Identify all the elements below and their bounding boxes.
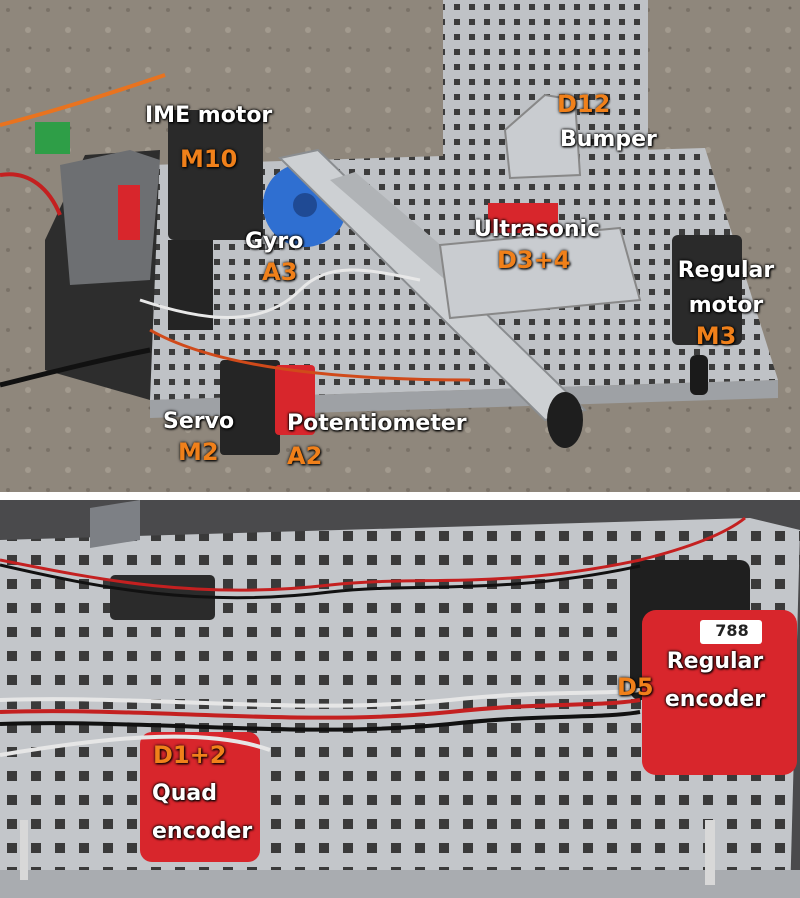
bumper-bracket [503,93,582,180]
encoder-tag-text: 788 [715,621,749,640]
servo-label: Servo [163,409,235,434]
orange-wire [0,73,166,127]
quad-encoder-body [140,732,260,862]
photo-divider [0,492,800,500]
red-wire [0,172,62,216]
quad-encoder-label-line2: encoder [152,819,253,844]
ime-motor-body [168,110,263,240]
cortex-logo [118,185,140,240]
ultrasonic-label: Ultrasonic [474,217,601,242]
potentiometer-label: Potentiometer [287,411,467,436]
black-wire-top [0,563,641,600]
bottom-rail [0,870,800,898]
red-wire-top [0,516,746,592]
cortex-top [60,150,160,285]
quad-encoder-port: D1+2 [153,741,227,769]
standoff-left [20,820,28,880]
red-wire-bottom [0,698,641,720]
regular-encoder-label-line2: encoder [664,687,766,712]
regular-encoder-port: D5 [617,673,654,701]
regular-encoder-body [642,610,797,775]
potentiometer-body [275,365,315,435]
white-wire [139,268,421,319]
ime-motor-port: M10 [180,145,238,173]
quad-encoder-label-line1: Quad [152,781,217,806]
bumper-label: Bumper [560,127,657,152]
power-terminal [35,122,70,154]
bumper-port: D12 [557,90,611,118]
black-cable [0,347,151,388]
encoder-tag-bg [700,620,762,644]
regular-encoder-label-line1: Regular [666,649,764,674]
white-wire-bottom [0,688,641,708]
servo-body [220,360,280,455]
top-photo: IME motor M10 D12 Bumper Gyro A3 Ultraso… [0,0,800,492]
ultrasonic-sensor [488,203,558,233]
ultrasonic-port: D3+4 [497,246,571,274]
gyro-port: A3 [262,258,298,286]
top-bracket [90,500,140,548]
ime-motor-label: IME motor [145,103,273,128]
ultrasonic-plate [438,226,642,320]
orange-signal-wire [149,328,471,382]
regular-motor-port: M3 [695,322,737,350]
gear-hub [293,193,317,217]
gyro-label: Gyro [245,229,304,254]
diagonal-arm [277,148,587,422]
regular-motor-body [672,235,742,345]
top-photo-illustration [0,0,800,492]
servo-port: M2 [178,438,219,466]
bottom-photo-illustration [0,500,800,898]
white-wire-quad [0,734,271,757]
shaft-knob [547,392,583,448]
regular-motor-label-line1: Regular [677,258,775,283]
bottom-photo: 788 Regular encoder D5 D1+2 Quad encoder [0,500,800,898]
standoff-right [705,820,715,885]
regular-motor-cable-end [690,355,708,395]
black-module [110,575,215,620]
black-wire-bottom [0,710,641,732]
regular-motor-label-line2: motor [688,293,764,318]
potentiometer-port: A2 [287,442,323,470]
